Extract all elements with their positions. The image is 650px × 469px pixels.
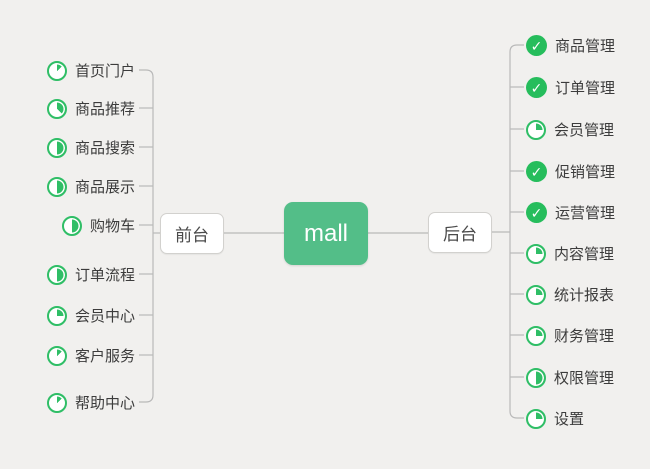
progress-check-icon: ✓ <box>526 35 547 56</box>
topic-product-display[interactable]: 商品展示 <box>46 176 135 197</box>
progress-pie-icon <box>46 98 67 119</box>
topic-label: 权限管理 <box>554 370 615 387</box>
topic-label: 会员管理 <box>554 122 615 139</box>
topic-product-recommendation[interactable]: 商品推荐 <box>46 98 135 119</box>
progress-pie-icon <box>46 305 67 326</box>
topic-label: 统计报表 <box>554 287 615 304</box>
topic-operation-management[interactable]: ✓ 运营管理 <box>526 202 615 223</box>
progress-pie-icon <box>526 325 546 346</box>
topic-label: 运营管理 <box>555 205 616 222</box>
progress-check-icon: ✓ <box>526 202 547 223</box>
topic-settings[interactable]: 设置 <box>526 408 584 429</box>
progress-pie-icon <box>526 119 546 140</box>
topic-label: 首页门户 <box>74 63 135 80</box>
topic-permission-management[interactable]: 权限管理 <box>526 367 614 388</box>
topic-member-center[interactable]: 会员中心 <box>46 305 135 326</box>
topic-label: 促销管理 <box>555 164 616 181</box>
progress-pie-icon <box>526 408 546 429</box>
topic-label: 商品展示 <box>74 179 135 196</box>
topic-member-management[interactable]: 会员管理 <box>526 119 614 140</box>
topic-label: 财务管理 <box>554 328 615 345</box>
topic-label: 购物车 <box>89 218 135 235</box>
progress-pie-icon <box>46 60 67 81</box>
topic-label: 商品搜索 <box>74 140 135 157</box>
progress-pie-icon <box>526 284 546 305</box>
topic-finance-management[interactable]: 财务管理 <box>526 325 614 346</box>
topic-content-management[interactable]: 内容管理 <box>526 243 614 264</box>
topic-order-management[interactable]: ✓ 订单管理 <box>526 77 615 98</box>
topic-shopping-cart[interactable]: 购物车 <box>61 215 135 236</box>
progress-check-icon: ✓ <box>526 77 547 98</box>
progress-pie-icon <box>526 243 546 264</box>
branch-node-frontend[interactable]: 前台 <box>160 213 224 254</box>
topic-label: 内容管理 <box>554 246 615 263</box>
topic-promotion-management[interactable]: ✓ 促销管理 <box>526 161 615 182</box>
root-node-mall[interactable]: mall <box>284 202 368 265</box>
topic-label: 帮助中心 <box>74 395 135 412</box>
progress-pie-icon <box>46 345 67 366</box>
progress-pie-icon <box>46 392 67 413</box>
topic-label: 设置 <box>554 411 585 428</box>
topic-label: 商品管理 <box>555 38 616 55</box>
topic-label: 会员中心 <box>74 308 135 325</box>
progress-pie-icon <box>46 176 67 197</box>
topic-product-management[interactable]: ✓ 商品管理 <box>526 35 615 56</box>
topic-label: 订单流程 <box>74 267 135 284</box>
topic-statistics-report[interactable]: 统计报表 <box>526 284 614 305</box>
topic-label: 客户服务 <box>74 348 135 365</box>
progress-pie-icon <box>46 137 67 158</box>
topic-label: 订单管理 <box>555 80 616 97</box>
topic-homepage-portal[interactable]: 首页门户 <box>46 60 135 81</box>
topic-product-search[interactable]: 商品搜索 <box>46 137 135 158</box>
progress-pie-icon <box>61 215 82 236</box>
progress-pie-icon <box>526 367 546 388</box>
topic-help-center[interactable]: 帮助中心 <box>46 392 135 413</box>
topic-customer-service[interactable]: 客户服务 <box>46 345 135 366</box>
progress-pie-icon <box>46 264 67 285</box>
branch-node-backend[interactable]: 后台 <box>428 212 492 253</box>
progress-check-icon: ✓ <box>526 161 547 182</box>
topic-order-process[interactable]: 订单流程 <box>46 264 135 285</box>
topic-label: 商品推荐 <box>74 101 135 118</box>
